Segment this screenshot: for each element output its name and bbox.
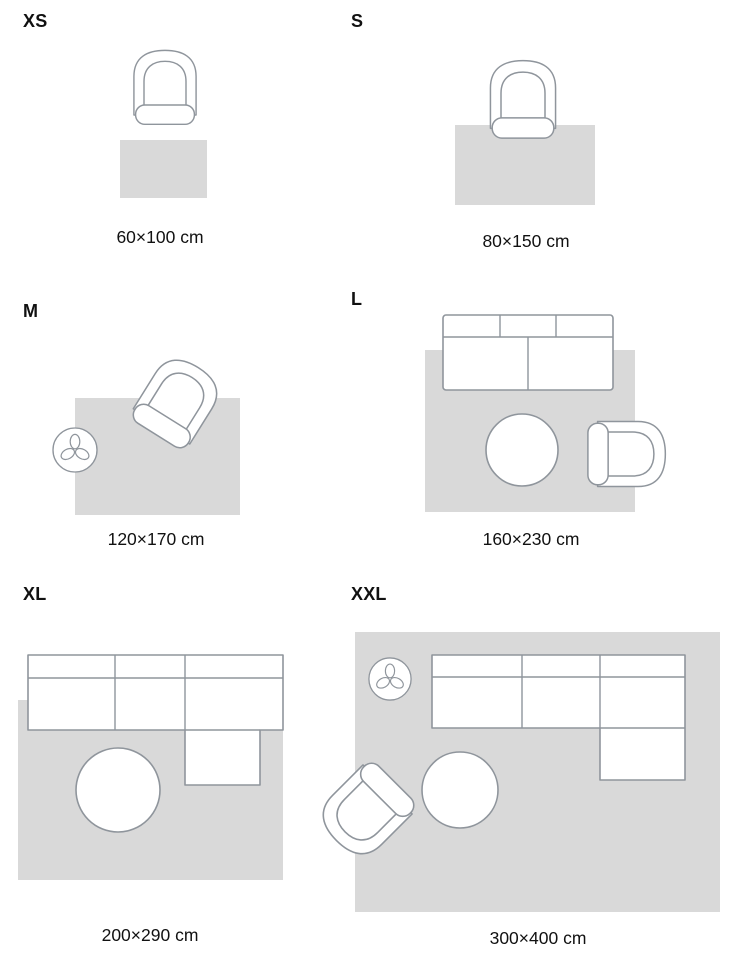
s-illustration [455, 59, 595, 205]
xxl-illustration [311, 632, 720, 912]
armchair-icon [133, 49, 197, 126]
armchair-icon [587, 420, 667, 488]
coffee-table-icon [485, 413, 559, 487]
xl-illustration [18, 654, 284, 880]
sofa-icon [442, 314, 614, 391]
plant-icon [52, 427, 98, 473]
dimensions-l: 160×230 cm [482, 529, 580, 549]
corner-sofa-icon [431, 654, 686, 781]
dimensions-s: 80×150 cm [482, 231, 570, 251]
dimensions-xl: 200×290 cm [101, 925, 199, 945]
coffee-table-icon [75, 747, 161, 833]
dimensions-xxl: 300×400 cm [489, 928, 587, 948]
armchair-icon [489, 59, 557, 139]
coffee-table-icon [421, 751, 499, 829]
size-label-xl: XL [23, 584, 47, 604]
dimensions-xs: 60×100 cm [116, 227, 204, 247]
xs-illustration [120, 49, 207, 198]
size-label-m: M [23, 301, 39, 321]
l-illustration [425, 314, 667, 512]
size-label-xxl: XXL [351, 584, 387, 604]
rug-shape [120, 140, 207, 198]
plant-icon [368, 657, 412, 701]
m-illustration [52, 349, 240, 515]
size-label-xs: XS [23, 11, 48, 31]
size-label-s: S [351, 11, 364, 31]
dimensions-m: 120×170 cm [107, 529, 205, 549]
size-label-l: L [351, 289, 363, 309]
corner-sofa-icon [27, 654, 284, 786]
